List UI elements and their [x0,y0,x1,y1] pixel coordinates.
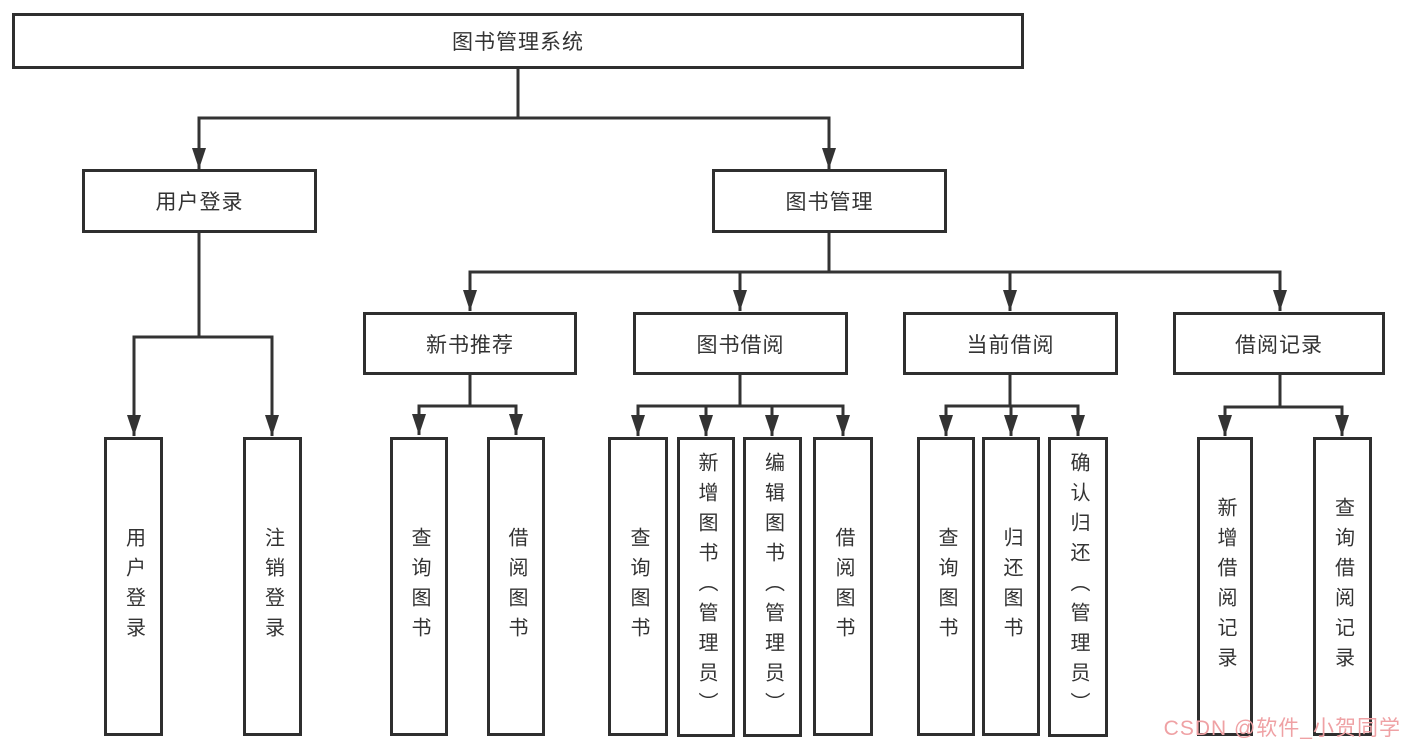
node-add-book-admin: 新增图书（管理员） [677,437,735,737]
node-borrow-books-leaf-label: 借阅图书 [832,526,854,647]
node-borrow-books-recommend: 借阅图书 [487,437,545,736]
node-return-books-label: 归还图书 [1000,526,1022,647]
node-return-books: 归还图书 [982,437,1040,736]
node-query-books-borrow-label: 查询图书 [627,526,649,647]
csdn-watermark: CSDN @软件_小贺同学 [1163,717,1401,740]
node-current-borrow: 当前借阅 [903,312,1118,375]
node-query-books-borrow: 查询图书 [608,437,668,736]
node-edit-book-admin-label: 编辑图书（管理员） [761,452,784,722]
node-add-borrow-record-label: 新增借阅记录 [1214,496,1236,677]
node-logout-leaf-label: 注销登录 [261,526,284,647]
node-add-borrow-record: 新增借阅记录 [1197,437,1253,736]
node-root-system: 图书管理系统 [12,13,1024,69]
arrowheads [127,148,1349,436]
node-confirm-return-admin-label: 确认归还（管理员） [1067,452,1089,722]
node-query-books-current-label: 查询图书 [935,526,957,647]
node-borrow-books-leaf: 借阅图书 [813,437,873,736]
node-query-borrow-record: 查询借阅记录 [1313,437,1372,736]
node-borrow-books-recommend-label: 借阅图书 [505,526,527,647]
node-user-login: 用户登录 [82,169,317,233]
node-user-login-leaf-label: 用户登录 [122,526,145,647]
node-book-management: 图书管理 [712,169,947,233]
node-book-borrow: 图书借阅 [633,312,848,375]
node-logout-leaf: 注销登录 [243,437,302,736]
node-query-books-recommend: 查询图书 [390,437,448,736]
node-add-book-admin-label: 新增图书（管理员） [695,452,717,722]
node-query-books-recommend-label: 查询图书 [408,526,430,647]
node-query-books-current: 查询图书 [917,437,975,736]
node-confirm-return-admin: 确认归还（管理员） [1048,437,1108,737]
node-edit-book-admin: 编辑图书（管理员） [743,437,802,737]
node-new-book-recommend: 新书推荐 [363,312,577,375]
node-user-login-leaf: 用户登录 [104,437,163,736]
node-borrow-records: 借阅记录 [1173,312,1385,375]
node-query-borrow-record-label: 查询借阅记录 [1331,496,1354,677]
